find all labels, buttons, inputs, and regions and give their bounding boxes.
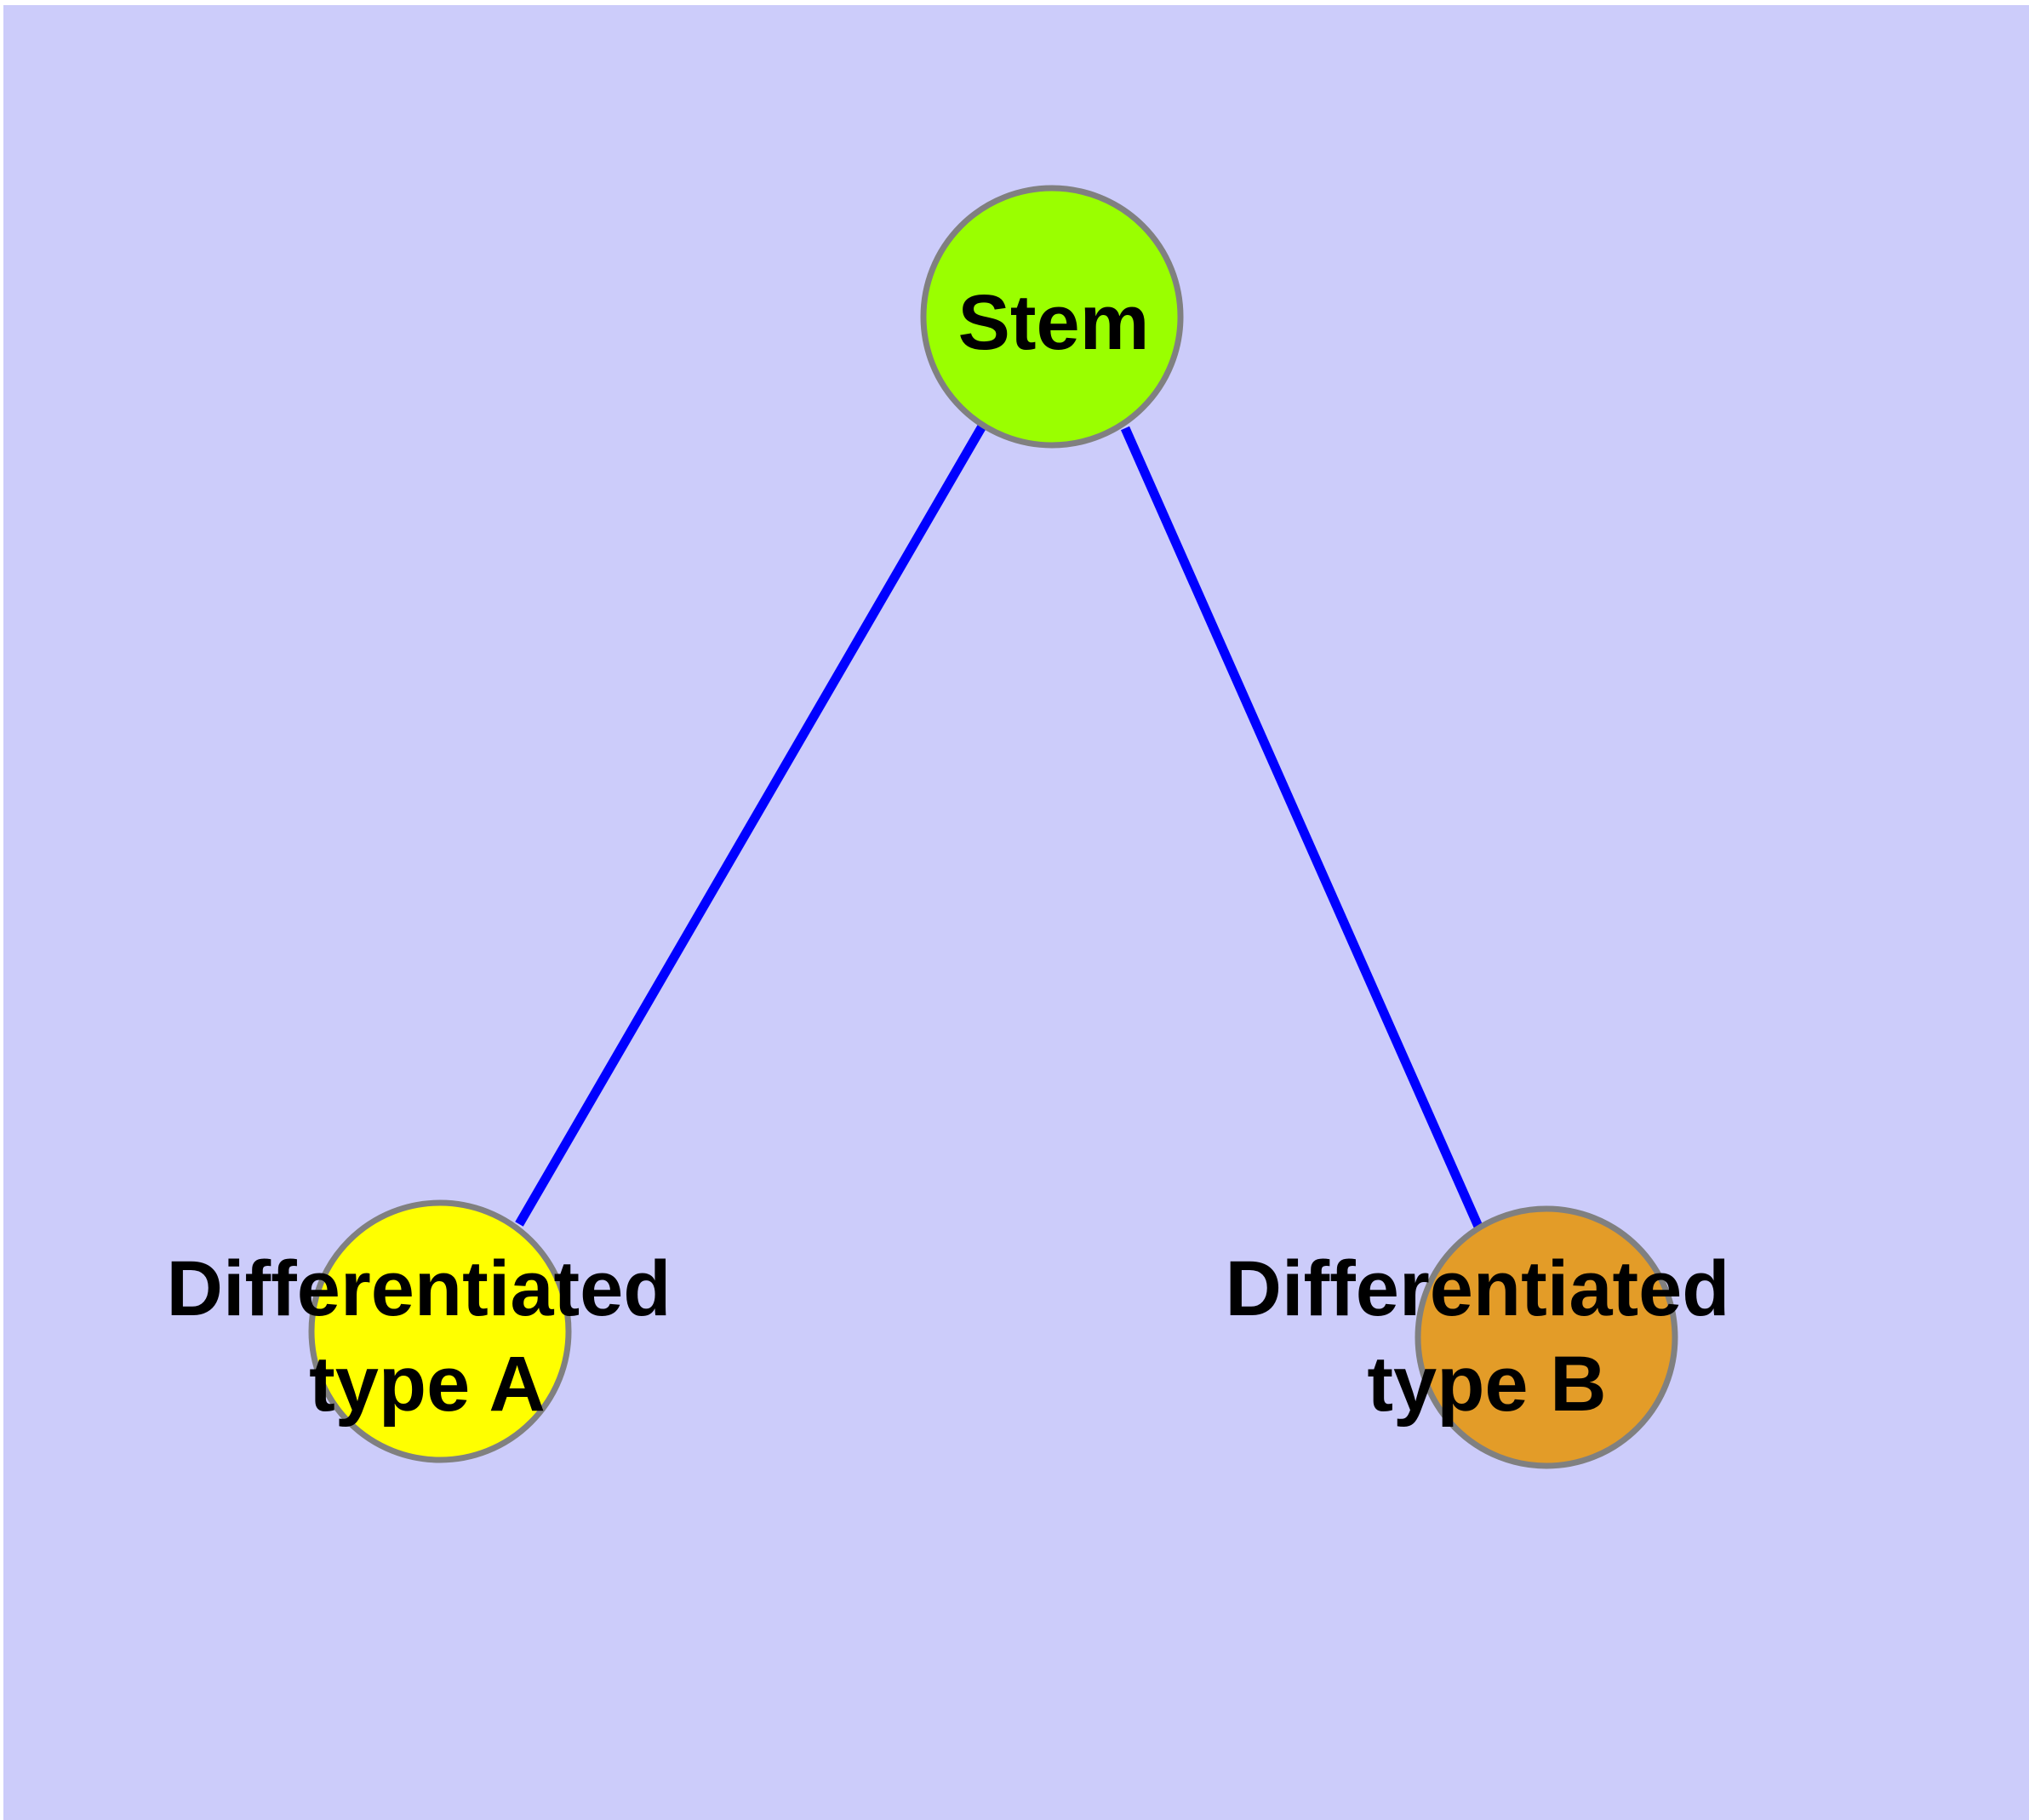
node-diff-type-b-circle[interactable] [1415,1205,1678,1469]
edge-stem-to-type-b[interactable] [1120,426,1484,1231]
node-stem[interactable]: Stem [920,185,1184,449]
edge-layer [515,422,1484,1231]
node-diff-type-a-label-line-2: type A [309,1341,546,1428]
node-diff-type-b[interactable]: Differentiated type B [1226,1205,1730,1469]
node-diff-type-b-label-line-2: type B [1367,1341,1606,1428]
node-diff-type-a-circle[interactable] [308,1199,572,1463]
node-layer: Stem Differentiated type A Differentiate… [167,185,1730,1469]
node-diff-type-a[interactable]: Differentiated type A [167,1199,672,1463]
node-diff-type-b-label-line-1: Differentiated [1226,1245,1730,1332]
node-diff-type-a-label-line-1: Differentiated [167,1245,672,1332]
node-stem-label-line-1: Stem [958,279,1150,366]
edge-stem-to-type-a[interactable] [515,422,987,1227]
node-stem-circle[interactable] [920,185,1184,449]
